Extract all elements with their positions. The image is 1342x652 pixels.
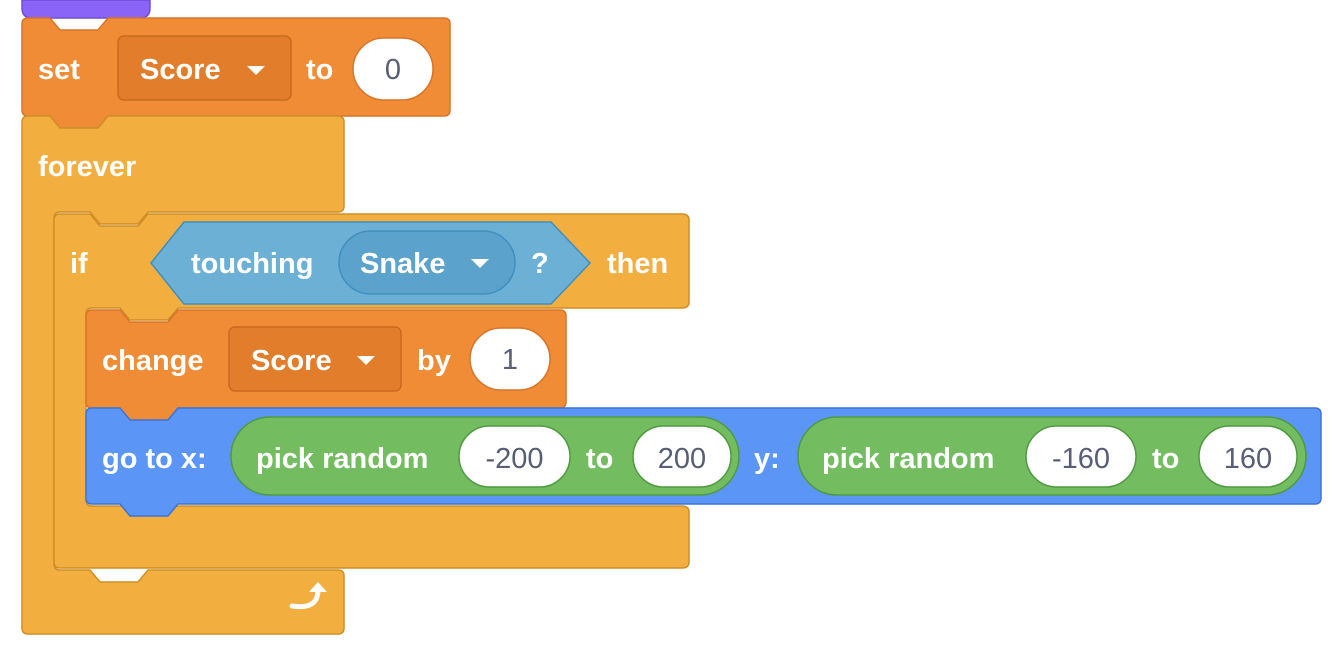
to-label: to — [586, 443, 613, 475]
set-label: set — [38, 54, 80, 86]
touching-label: touching — [191, 248, 313, 280]
loop-arrow-icon — [289, 582, 327, 610]
random-y-to-input[interactable]: 160 — [1198, 425, 1298, 488]
object-dropdown[interactable]: Snake — [338, 230, 516, 295]
random-x-from-input[interactable]: -200 — [458, 425, 571, 488]
variable-dropdown[interactable]: Score — [117, 35, 292, 101]
dropdown-arrow-icon — [471, 259, 489, 268]
pick-random-y[interactable]: pick random -160 to 160 — [797, 416, 1307, 496]
set-value: 0 — [385, 54, 401, 86]
variable-name: Score — [140, 54, 221, 86]
random-y-from-value: -160 — [1052, 443, 1110, 475]
dropdown-arrow-icon — [357, 356, 375, 365]
forever-block[interactable]: forever — [21, 115, 345, 635]
change-variable-block[interactable]: change Score by 1 — [85, 309, 567, 421]
change-value-input[interactable]: 1 — [469, 327, 551, 391]
pick-random-label: pick random — [822, 443, 994, 475]
change-label: change — [102, 345, 204, 377]
random-x-to-input[interactable]: 200 — [632, 425, 732, 488]
random-y-to-value: 160 — [1224, 443, 1272, 475]
question-mark: ? — [531, 248, 549, 280]
touching-condition[interactable]: touching Snake ? — [150, 221, 592, 305]
variable-name: Score — [251, 345, 332, 377]
random-x-to-value: 200 — [658, 443, 706, 475]
change-value: 1 — [502, 344, 518, 376]
forever-label: forever — [38, 151, 136, 183]
to-label: to — [1152, 443, 1179, 475]
set-value-input[interactable]: 0 — [352, 37, 434, 101]
random-x-from-value: -200 — [485, 443, 543, 475]
variable-dropdown[interactable]: Score — [228, 326, 402, 392]
go-to-xy-block[interactable]: go to x: pick random -200 to 200 y: pick… — [85, 407, 1322, 517]
if-block[interactable]: if then touching Snake ? — [53, 213, 690, 569]
go-to-label: go to x: — [102, 443, 207, 475]
pick-random-label: pick random — [256, 443, 428, 475]
object-name: Snake — [360, 248, 445, 280]
dropdown-arrow-icon — [247, 66, 265, 75]
random-y-from-input[interactable]: -160 — [1025, 425, 1137, 488]
if-label: if — [70, 248, 88, 280]
pick-random-x[interactable]: pick random -200 to 200 — [230, 416, 740, 496]
then-label: then — [607, 248, 668, 280]
by-label: by — [417, 345, 451, 377]
y-label: y: — [754, 443, 780, 475]
event-block-bottom[interactable] — [21, 0, 151, 19]
set-variable-block[interactable]: set Score to 0 — [21, 17, 451, 129]
to-label: to — [306, 54, 333, 86]
